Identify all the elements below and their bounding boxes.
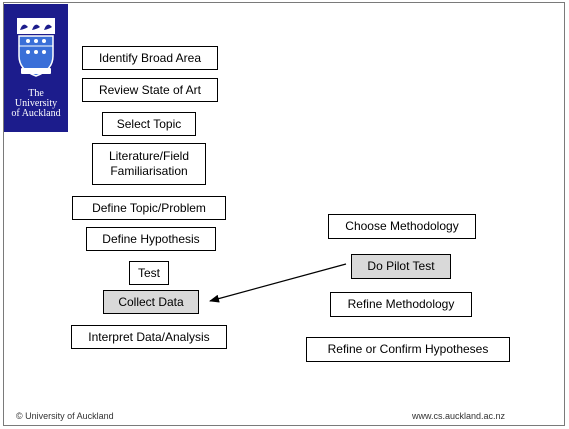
step-literature-familiarisation: Literature/Field Familiarisation (92, 143, 206, 185)
slide-frame (3, 2, 565, 426)
step-literature-line: Literature/Field (108, 149, 190, 163)
logo-line: of Auckland (11, 108, 61, 119)
crest-icon (17, 18, 55, 77)
step-define-topic-problem: Define Topic/Problem (72, 196, 226, 220)
step-do-pilot-test: Do Pilot Test (351, 254, 451, 279)
step-identify-broad-area: Identify Broad Area (82, 46, 218, 70)
logo-line: University (14, 98, 58, 109)
step-collect-data: Collect Data (103, 290, 199, 314)
footer-copyright: © University of Auckland (16, 411, 114, 421)
footer-url: www.cs.auckland.ac.nz (412, 411, 506, 421)
step-refine-methodology: Refine Methodology (330, 292, 472, 317)
step-define-hypothesis: Define Hypothesis (86, 227, 216, 251)
step-test: Test (129, 261, 169, 285)
step-review-state-of-art: Review State of Art (82, 78, 218, 102)
step-refine-or-confirm-hypotheses: Refine or Confirm Hypotheses (306, 337, 510, 362)
logo-line: The (28, 88, 44, 99)
step-choose-methodology: Choose Methodology (328, 214, 476, 239)
step-interpret-data-analysis: Interpret Data/Analysis (71, 325, 227, 349)
step-literature-line: Familiarisation (110, 164, 188, 178)
logo-text: The University of Auckland (4, 89, 68, 119)
step-select-topic: Select Topic (102, 112, 196, 136)
university-logo: The University of Auckland (4, 4, 68, 132)
